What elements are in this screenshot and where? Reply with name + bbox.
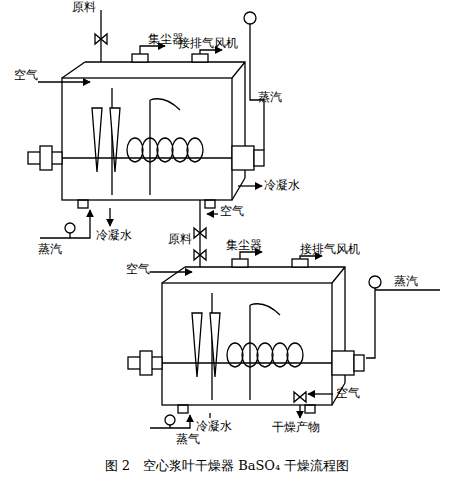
stream-label: 蒸汽 bbox=[258, 90, 282, 104]
stream-label: 干燥产物 bbox=[272, 420, 320, 434]
stream-label: 空气 bbox=[220, 204, 244, 218]
stream-label: 集尘器 bbox=[226, 238, 262, 252]
stream-label: 冷凝水 bbox=[196, 419, 232, 433]
stream-label: 原料 bbox=[168, 232, 192, 246]
stream-label: 空气 bbox=[336, 386, 360, 400]
stream-label: 蒸气 bbox=[176, 432, 200, 446]
stream-label: 冷凝水 bbox=[264, 178, 300, 192]
stream-label: 接排气风机 bbox=[178, 36, 238, 50]
stream-label: 原料 bbox=[72, 0, 96, 14]
stream-label: 冷凝水 bbox=[96, 228, 132, 242]
stream-label: 空气 bbox=[14, 68, 38, 82]
stream-label: 蒸汽 bbox=[394, 274, 418, 288]
stream-label: 接排气风机 bbox=[300, 242, 360, 256]
figure-caption: 图 2 空心浆叶干燥器 BaSO₄ 干燥流程图 bbox=[0, 458, 454, 474]
stream-label: 蒸汽 bbox=[38, 242, 62, 256]
stream-label: 空气 bbox=[126, 262, 150, 276]
